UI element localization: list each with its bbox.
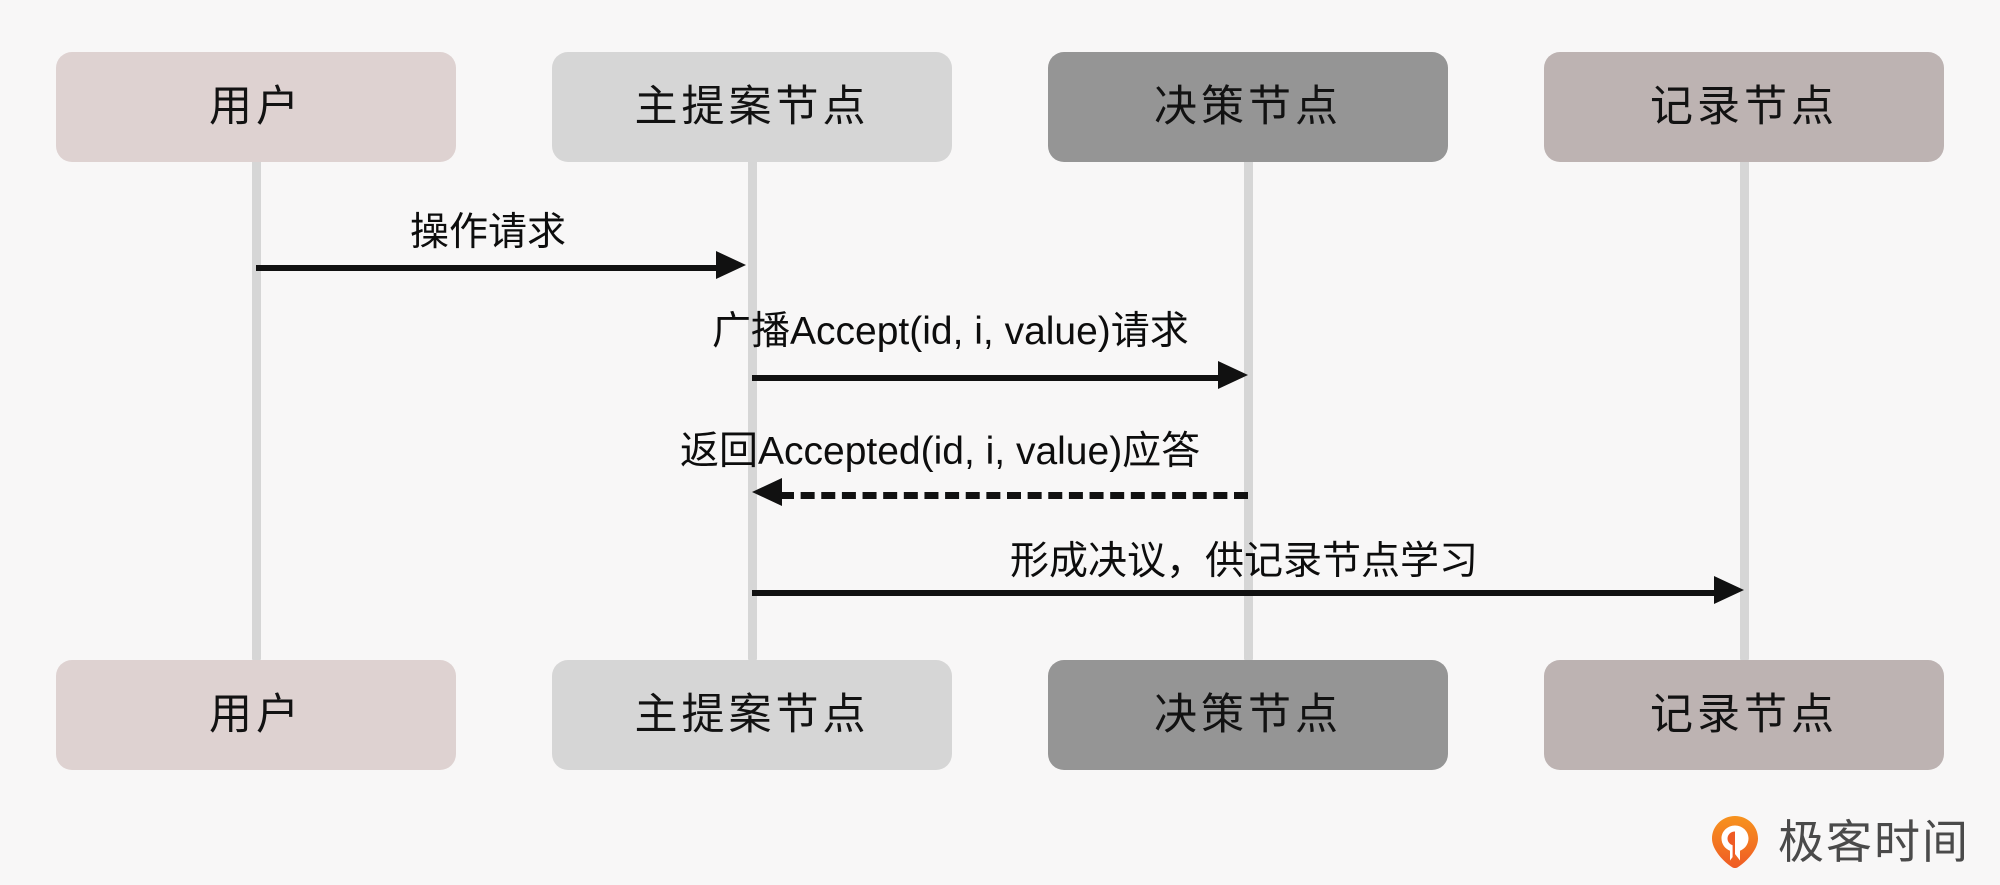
participant-box-acceptor[interactable]: 决策节点 <box>1048 52 1448 162</box>
geekbang-pin-icon <box>1706 813 1764 871</box>
lifeline-acceptor <box>1244 160 1253 660</box>
message-line-4 <box>752 590 1724 596</box>
message-label-4: 形成决议，供记录节点学习 <box>1010 540 1479 583</box>
arrowhead-right-2 <box>1218 361 1248 389</box>
participant-label-learner-bottom: 记录节点 <box>1650 690 1838 739</box>
arrowhead-left-3 <box>752 478 782 506</box>
participant-label-main-proposer: 主提案节点 <box>634 82 870 131</box>
watermark-text: 极客时间 <box>1778 816 1970 868</box>
participant-label-acceptor-bottom: 决策节点 <box>1154 690 1342 739</box>
message-label-2: 广播Accept(id, i, value)请求 <box>712 310 1189 353</box>
participant-label-learner: 记录节点 <box>1650 82 1838 131</box>
lifeline-user <box>252 160 261 660</box>
lifeline-learner <box>1740 160 1749 660</box>
message-label-3: 返回Accepted(id, i, value)应答 <box>680 430 1201 473</box>
participant-box-main-proposer[interactable]: 主提案节点 <box>552 52 952 162</box>
lifeline-main-proposer <box>748 160 757 660</box>
participant-label-user: 用户 <box>209 82 303 131</box>
participant-box-user-bottom[interactable]: 用户 <box>56 660 456 770</box>
watermark: 极客时间 <box>1706 813 1970 871</box>
participant-label-acceptor: 决策节点 <box>1154 82 1342 131</box>
arrowhead-right-4 <box>1714 576 1744 604</box>
message-line-3 <box>780 492 1248 499</box>
participant-box-learner[interactable]: 记录节点 <box>1544 52 1944 162</box>
arrowhead-right-1 <box>716 251 746 279</box>
participant-box-learner-bottom[interactable]: 记录节点 <box>1544 660 1944 770</box>
participant-box-acceptor-bottom[interactable]: 决策节点 <box>1048 660 1448 770</box>
participant-box-user[interactable]: 用户 <box>56 52 456 162</box>
participant-box-main-proposer-bottom[interactable]: 主提案节点 <box>552 660 952 770</box>
message-line-1 <box>256 265 726 271</box>
participant-label-user-bottom: 用户 <box>209 690 303 739</box>
participant-label-main-proposer-bottom: 主提案节点 <box>634 690 870 739</box>
message-line-2 <box>752 375 1228 381</box>
message-label-1: 操作请求 <box>410 211 567 254</box>
